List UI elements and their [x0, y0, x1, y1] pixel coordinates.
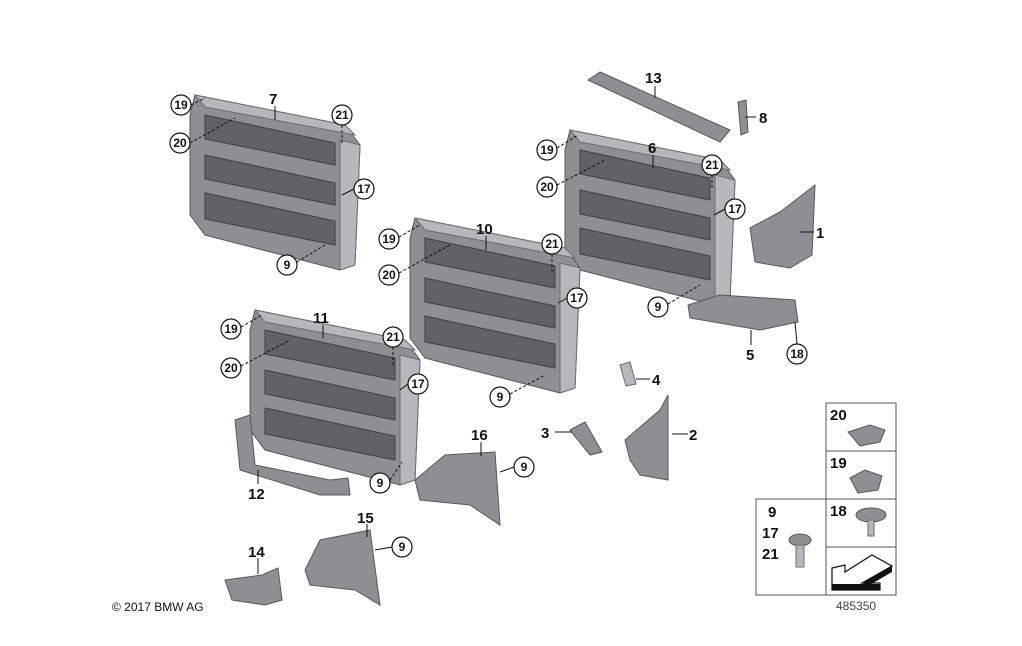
svg-text:20: 20	[540, 180, 554, 194]
svg-text:9: 9	[497, 390, 504, 404]
svg-text:17: 17	[357, 182, 371, 196]
callout: 9	[369, 461, 403, 494]
callout: 19	[170, 94, 206, 116]
part-13	[586, 71, 731, 143]
legend-17: 17	[762, 525, 779, 542]
callout: 20	[220, 339, 291, 379]
svg-text:9: 9	[377, 476, 384, 490]
copyright: © 2017 BMW AG	[112, 600, 204, 614]
callout: 19	[536, 134, 579, 161]
label-15: 15	[357, 510, 374, 527]
part-12	[234, 414, 351, 496]
callout: 20	[378, 244, 451, 286]
svg-text:19: 19	[540, 143, 554, 157]
legend-9: 9	[768, 504, 776, 521]
svg-text:21: 21	[705, 158, 719, 172]
part-16	[414, 451, 501, 526]
svg-text:9: 9	[284, 258, 291, 272]
arrow-icon	[831, 554, 894, 591]
label-6: 6	[648, 140, 656, 157]
label-4: 4	[652, 372, 661, 389]
label-1: 1	[816, 225, 824, 242]
part-8	[737, 99, 749, 136]
callout: 17	[399, 373, 429, 395]
svg-text:17: 17	[411, 377, 425, 391]
label-13: 13	[645, 70, 662, 87]
part-1	[749, 183, 816, 269]
label-11: 11	[313, 310, 329, 327]
label-12: 12	[248, 486, 265, 503]
callouts: 19 21 20 17 9 19 21 20 17 19 21 20 17 9 …	[169, 94, 808, 558]
svg-text:18: 18	[790, 347, 804, 361]
callout: 20	[169, 117, 236, 154]
svg-text:20: 20	[224, 361, 238, 375]
callout: 9	[276, 244, 326, 276]
callout: 17	[713, 198, 746, 220]
diagram-number: 485350	[836, 599, 876, 613]
callout: 21	[541, 233, 563, 272]
part-2	[624, 394, 669, 481]
svg-text:20: 20	[382, 268, 396, 282]
legend-21: 21	[762, 546, 779, 563]
label-16: 16	[471, 427, 488, 444]
svg-text:19: 19	[224, 322, 238, 336]
svg-text:9: 9	[655, 300, 662, 314]
part-14	[224, 567, 283, 606]
callout: 21	[331, 104, 353, 145]
callout: 17	[341, 178, 375, 200]
bolt-icon	[788, 533, 812, 568]
callout: 17	[557, 287, 588, 309]
svg-text:17: 17	[728, 202, 742, 216]
callout: 19	[378, 224, 421, 250]
part-4	[619, 361, 637, 387]
callout: 18	[786, 321, 808, 365]
legend-18: 18	[830, 503, 847, 520]
svg-text:20: 20	[173, 136, 187, 150]
svg-text:21: 21	[386, 330, 400, 344]
callout: 19	[220, 314, 263, 340]
part-3	[569, 421, 603, 456]
svg-text:9: 9	[399, 540, 406, 554]
legend-20: 20	[830, 407, 847, 424]
part-5	[687, 294, 799, 331]
svg-text:19: 19	[174, 98, 188, 112]
callout: 21	[382, 326, 404, 365]
cage-nut-icon	[849, 469, 883, 494]
label-3: 3	[541, 425, 549, 442]
label-2: 2	[689, 427, 697, 444]
svg-text:21: 21	[335, 108, 349, 122]
svg-text:9: 9	[521, 460, 528, 474]
rivet-icon	[855, 507, 887, 537]
callout: 21	[701, 154, 723, 190]
clip-nut-icon	[847, 424, 886, 447]
callout: 9	[489, 374, 546, 408]
svg-text:19: 19	[382, 232, 396, 246]
label-10: 10	[476, 221, 493, 238]
label-14: 14	[248, 544, 265, 561]
label-7: 7	[269, 91, 277, 108]
fastener-legend: 20 19 18 9 17 21	[755, 402, 897, 596]
legend-19: 19	[830, 455, 847, 472]
label-8: 8	[759, 110, 767, 127]
part-15	[304, 529, 381, 606]
svg-text:21: 21	[545, 237, 559, 251]
svg-text:17: 17	[570, 291, 584, 305]
callout: 9	[647, 284, 701, 318]
label-5: 5	[746, 347, 754, 364]
callout: 20	[536, 159, 606, 198]
callout: 9	[499, 456, 535, 478]
callout: 9	[374, 536, 413, 558]
